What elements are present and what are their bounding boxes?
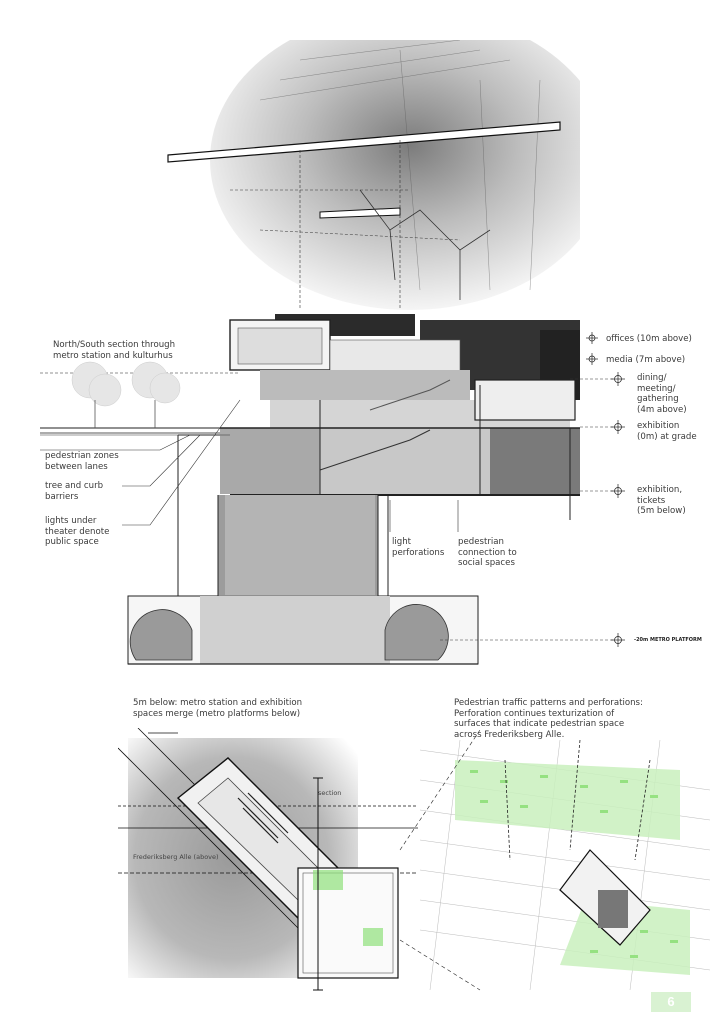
level-offices: offices (10m above): [606, 334, 692, 344]
label-tree-curb: tree and curb barriers: [45, 481, 104, 502]
plan-left-caption: 5m below: metro station and exhibition s…: [133, 698, 303, 719]
level-media: media (7m above): [606, 355, 686, 365]
label-light-perforations: light perforations: [392, 537, 445, 558]
label-pedestrian-zones: pedestrian zones between lanes: [45, 451, 119, 472]
plan-left-section-label: section: [318, 789, 342, 797]
label-lights-under: lights under theater denote public space: [45, 516, 110, 547]
page-number: 6: [667, 994, 675, 1009]
label-pedestrian-connection: pedestrian connection to social spaces: [458, 537, 517, 568]
level-exhibition-grade: exhibition (0m) at grade: [637, 421, 697, 442]
level-exhibition-below: exhibition, tickets (5m below): [637, 485, 686, 516]
plan-leaders: [399, 729, 481, 991]
plan-left-drawing: [118, 728, 418, 991]
section-drawing: [40, 314, 625, 665]
section-title: North/South section through metro statio…: [53, 340, 176, 361]
plan-right-drawing: [420, 740, 710, 990]
perspective-view: [167, 40, 580, 310]
plan-left-street-label: Frederiksberg Alle (above): [133, 853, 219, 861]
level-dining: dining/ meeting/ gathering (4m above): [637, 373, 687, 415]
page-number-badge: 6: [651, 992, 691, 1012]
plan-right-caption: Pedestrian traffic patterns and perforat…: [454, 698, 643, 740]
level-metro-platform: -20m METRO PLATFORM: [634, 637, 702, 643]
